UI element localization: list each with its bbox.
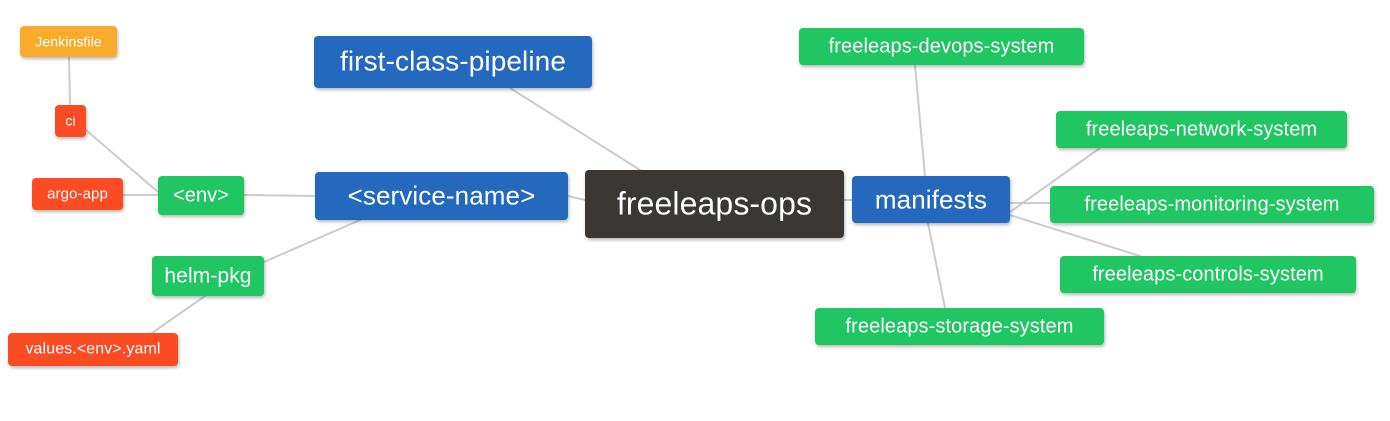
node-label-freeleaps-storage-system: freeleaps-storage-system xyxy=(845,315,1074,337)
edge-manifests-to-freeleaps-storage-system xyxy=(927,222,946,309)
node-first-class-pipeline[interactable]: first-class-pipeline xyxy=(314,36,592,88)
edge-env-to-service-name xyxy=(243,194,316,197)
edge-values-yaml-to-helm-pkg xyxy=(151,295,206,334)
node-label-freeleaps-monitoring-system: freeleaps-monitoring-system xyxy=(1084,193,1340,215)
node-label-ci: ci xyxy=(65,112,76,129)
node-argo-app[interactable]: argo-app xyxy=(32,178,123,210)
node-freeleaps-ops[interactable]: freeleaps-ops xyxy=(585,170,844,238)
edge-service-name-to-freeleaps-ops xyxy=(567,195,586,201)
node-freeleaps-monitoring-system[interactable]: freeleaps-monitoring-system xyxy=(1050,186,1374,223)
node-ci[interactable]: ci xyxy=(55,105,86,137)
edge-manifests-to-freeleaps-devops-system xyxy=(914,64,926,177)
node-values-yaml[interactable]: values.<env>.yaml xyxy=(8,333,178,366)
node-label-freeleaps-devops-system: freeleaps-devops-system xyxy=(828,35,1055,57)
node-freeleaps-storage-system[interactable]: freeleaps-storage-system xyxy=(815,308,1104,345)
node-label-values-yaml: values.<env>.yaml xyxy=(25,340,161,357)
node-label-service-name: <service-name> xyxy=(347,180,536,211)
node-label-freeleaps-controls-system: freeleaps-controls-system xyxy=(1092,263,1324,285)
node-label-freeleaps-ops: freeleaps-ops xyxy=(616,185,813,222)
node-label-first-class-pipeline: first-class-pipeline xyxy=(339,45,567,77)
edge-helm-pkg-to-service-name xyxy=(263,219,361,263)
node-manifests[interactable]: manifests xyxy=(852,176,1010,223)
node-label-manifests: manifests xyxy=(874,184,988,214)
node-label-freeleaps-network-system: freeleaps-network-system xyxy=(1085,118,1318,140)
node-freeleaps-network-system[interactable]: freeleaps-network-system xyxy=(1056,111,1347,148)
node-label-jenkinsfile: Jenkinsfile xyxy=(35,33,102,49)
node-freeleaps-controls-system[interactable]: freeleaps-controls-system xyxy=(1060,256,1356,293)
node-label-helm-pkg: helm-pkg xyxy=(164,264,252,287)
node-label-env: <env> xyxy=(172,184,230,206)
node-jenkinsfile[interactable]: Jenkinsfile xyxy=(20,26,117,57)
node-env[interactable]: <env> xyxy=(158,176,244,215)
edge-first-class-pipeline-to-freeleaps-ops xyxy=(509,87,641,171)
node-service-name[interactable]: <service-name> xyxy=(315,172,568,220)
node-helm-pkg[interactable]: helm-pkg xyxy=(152,256,264,296)
node-freeleaps-devops-system[interactable]: freeleaps-devops-system xyxy=(799,28,1084,65)
edge-jenkinsfile-to-ci xyxy=(68,56,71,106)
node-label-argo-app: argo-app xyxy=(47,185,108,202)
